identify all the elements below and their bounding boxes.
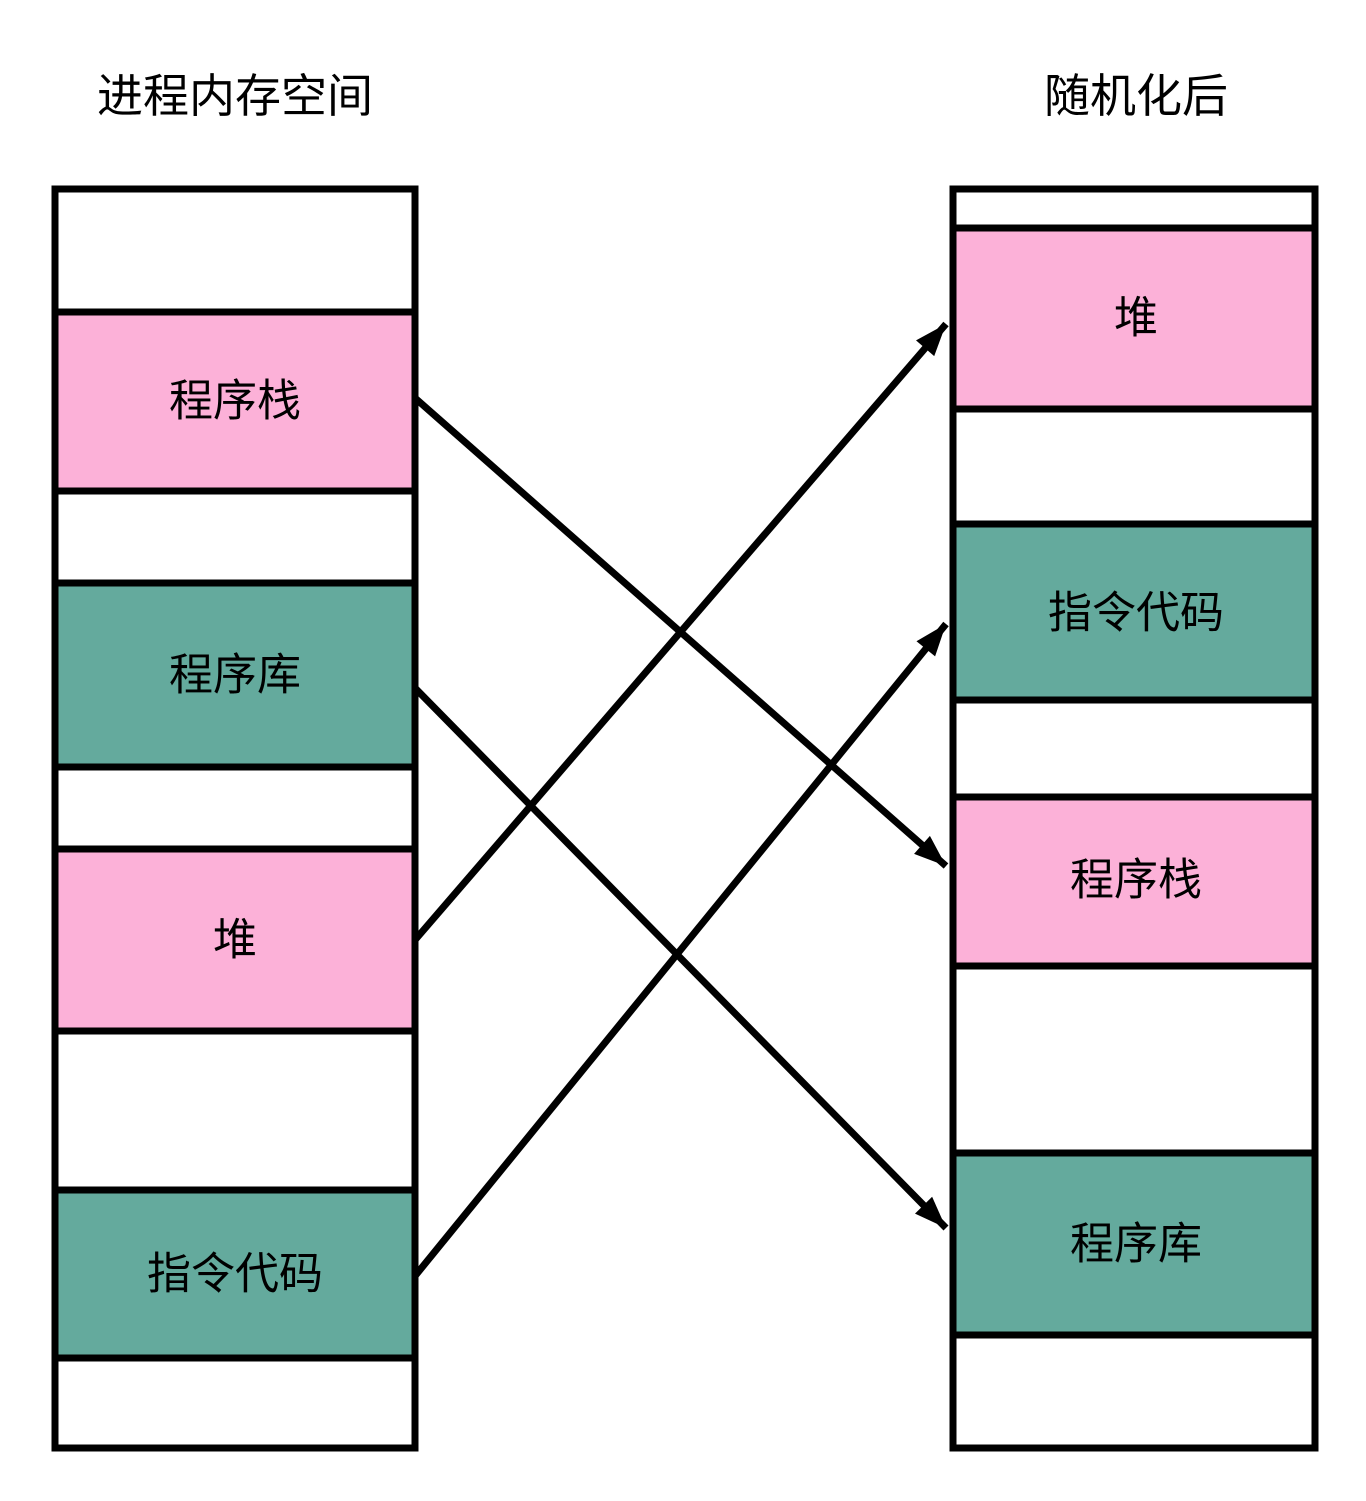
- left-column-title: 进程内存空间: [97, 70, 373, 122]
- arrow-code-mapping: [412, 621, 949, 1279]
- segment-left-empty-2: [51, 487, 419, 587]
- arrow-library-mapping: [412, 685, 949, 1231]
- segment-right-empty-3: [949, 696, 1319, 801]
- segment-right-library: [949, 1149, 1319, 1339]
- right-column-title: 随机化后: [1044, 70, 1228, 122]
- segment-left-empty-1: [51, 185, 419, 316]
- randomized-memory-column: 堆 指令代码 程序栈 程序库: [949, 185, 1319, 1452]
- segment-left-library: [51, 579, 419, 771]
- segment-left-empty-4: [51, 1027, 419, 1194]
- segment-left-stack: [51, 308, 419, 495]
- segment-left-empty-3: [51, 763, 419, 853]
- segment-left-code-label: 指令代码: [147, 1250, 323, 1299]
- segment-left-heap-label: 堆: [213, 916, 257, 965]
- segment-right-empty-2: [949, 405, 1319, 528]
- randomization-arrows: [412, 321, 949, 1279]
- segment-left-library-label: 程序库: [169, 651, 301, 700]
- segment-right-stack-label: 程序栈: [1070, 856, 1202, 905]
- segment-right-empty-5: [949, 1331, 1319, 1452]
- segment-left-empty-5: [51, 1354, 419, 1452]
- segment-right-empty-1: [949, 185, 1319, 232]
- segment-right-empty-4: [949, 962, 1319, 1157]
- segment-right-code: [949, 520, 1319, 704]
- process-memory-column: 程序栈 程序库 堆 指令代码: [51, 185, 419, 1452]
- arrow-heap-mapping: [412, 321, 949, 943]
- segment-right-library-label: 程序库: [1070, 1220, 1202, 1269]
- segment-right-heap-label: 堆: [1114, 294, 1158, 343]
- segment-left-stack-label: 程序栈: [169, 377, 301, 426]
- segment-right-code-label: 指令代码: [1048, 589, 1224, 638]
